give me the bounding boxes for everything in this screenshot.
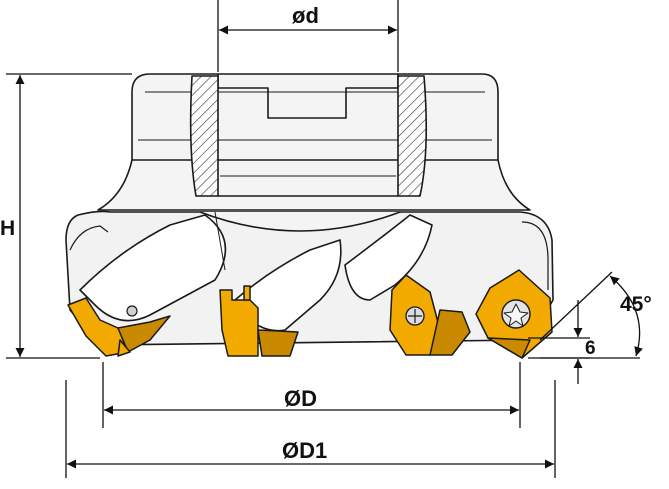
torx-screw-icon [405, 306, 425, 326]
depth-label: 6 [585, 338, 596, 359]
shoulder [97, 159, 531, 211]
max-diameter-label: ØD1 [282, 438, 328, 463]
cutting-insert-icon [219, 289, 259, 357]
dimensions [6, 0, 643, 478]
flute-3 [344, 214, 433, 301]
angle-label: 45° [620, 293, 652, 316]
torx-screw-icon [501, 299, 531, 329]
key-slot [217, 74, 399, 119]
inserts [67, 269, 553, 359]
height-label: H [0, 217, 16, 240]
cutting-diameter-label: ØD [284, 386, 317, 411]
bore-diameter-label: ød [292, 3, 319, 28]
dimension-arrow-icon [609, 275, 643, 357]
bore-wall-right [397, 75, 428, 197]
cutter-body [65, 73, 554, 346]
bore-wall-left [189, 75, 219, 197]
flute-2 [234, 239, 342, 332]
flute-1 [79, 214, 227, 322]
